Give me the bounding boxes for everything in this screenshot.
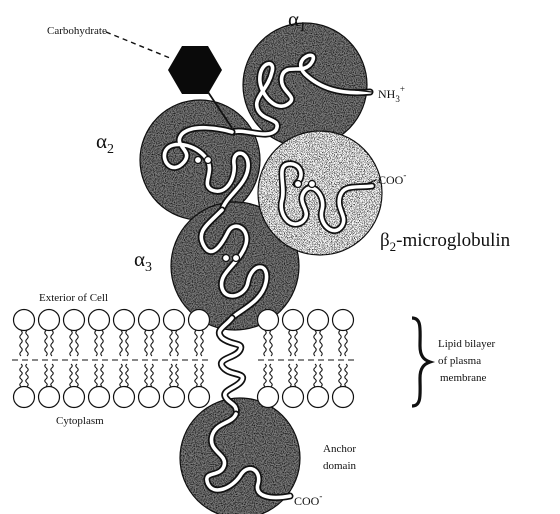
- lipid-head: [39, 387, 60, 408]
- lipid-tail: [314, 364, 316, 387]
- lipid-tail: [145, 331, 147, 357]
- lipid-head: [308, 387, 329, 408]
- lipid-tail: [270, 364, 272, 387]
- lipid-tail: [20, 364, 22, 387]
- lipid-tail: [314, 331, 316, 357]
- lipid-tail: [151, 331, 153, 357]
- lipid-bilayer: [12, 310, 356, 408]
- lipid-tail: [345, 364, 347, 387]
- lipid-tail: [289, 331, 291, 357]
- cytoplasm-label: Cytoplasm: [56, 415, 104, 427]
- alpha3-label: α3: [134, 247, 152, 275]
- lipid-tail: [145, 364, 147, 387]
- coo-top-terminal-label: COO-: [378, 170, 406, 187]
- lipid-head: [283, 387, 304, 408]
- lipid-head: [189, 387, 210, 408]
- lipid-tail: [76, 331, 78, 357]
- lipid-tail: [126, 364, 128, 387]
- lipid-tail: [201, 331, 203, 357]
- lipid-tail: [320, 331, 322, 357]
- coo-bottom-terminal-label: COO-: [294, 491, 322, 508]
- lipid-head: [114, 387, 135, 408]
- lipid-head: [333, 387, 354, 408]
- lipid-tail: [26, 364, 28, 387]
- lipid-tail: [26, 331, 28, 357]
- lipid-head: [64, 387, 85, 408]
- lipid-tail: [195, 364, 197, 387]
- lipid-tail: [339, 364, 341, 387]
- lipid-tail: [101, 331, 103, 357]
- lipid-tail: [289, 364, 291, 387]
- lipid-tail: [320, 364, 322, 387]
- carbohydrate-label: Carbohydrate: [47, 25, 107, 37]
- lipid-tail: [126, 331, 128, 357]
- lipid-tail: [20, 331, 22, 357]
- lipid-head: [164, 387, 185, 408]
- lipid-tail: [51, 331, 53, 357]
- anchor-domain-label-line2: domain: [323, 460, 356, 472]
- lipid-tail: [95, 364, 97, 387]
- lipid-tail: [70, 331, 72, 357]
- lipid-tail: [170, 331, 172, 357]
- lipid-tail: [45, 364, 47, 387]
- lipid-tail: [95, 331, 97, 357]
- lipid-tail: [176, 364, 178, 387]
- lipid-head: [283, 310, 304, 331]
- lipid-tail: [70, 364, 72, 387]
- lipid-tail: [51, 364, 53, 387]
- lipid-tail: [264, 331, 266, 357]
- lipid-tail: [170, 364, 172, 387]
- lipid-tail: [120, 364, 122, 387]
- lipid-tail: [101, 364, 103, 387]
- bilayer-brace: [412, 318, 430, 406]
- alpha1-label: α1: [288, 7, 306, 35]
- lipid-tail: [176, 331, 178, 357]
- lipid-tail: [120, 331, 122, 357]
- lipid-tail: [201, 364, 203, 387]
- nh3-terminal-label: NH3+: [378, 84, 405, 104]
- anchor-domain-label-line1: Anchor: [323, 443, 356, 455]
- lipid-tail: [345, 331, 347, 357]
- beta2-microglobulin-label: β2-microglobulin: [380, 230, 511, 254]
- lipid-head: [189, 310, 210, 331]
- lipid-head: [308, 310, 329, 331]
- lipid-head: [114, 310, 135, 331]
- lipid-head: [64, 310, 85, 331]
- lipid-tail: [76, 364, 78, 387]
- lipid-bilayer-label-line2: of plasma: [438, 355, 481, 367]
- lipid-head: [333, 310, 354, 331]
- lipid-tail: [339, 331, 341, 357]
- lipid-bilayer-label-line1: Lipid bilayer: [438, 338, 495, 350]
- lipid-tail: [295, 331, 297, 357]
- exterior-of-cell-label: Exterior of Cell: [39, 292, 108, 304]
- lipid-tail: [195, 331, 197, 357]
- lipid-head: [164, 310, 185, 331]
- lipid-head: [39, 310, 60, 331]
- lipid-bilayer-label-line3: membrane: [440, 372, 487, 384]
- lipid-head: [139, 310, 160, 331]
- lipid-tail: [151, 364, 153, 387]
- lipid-head: [14, 310, 35, 331]
- lipid-head: [89, 387, 110, 408]
- lipid-head: [258, 387, 279, 408]
- lipid-head: [139, 387, 160, 408]
- lipid-tail: [264, 364, 266, 387]
- lipid-tail: [295, 364, 297, 387]
- lipid-head: [89, 310, 110, 331]
- lipid-head: [14, 387, 35, 408]
- lipid-tail: [45, 331, 47, 357]
- alpha2-label: α2: [96, 129, 114, 157]
- lipid-head: [258, 310, 279, 331]
- lipid-tail: [270, 331, 272, 357]
